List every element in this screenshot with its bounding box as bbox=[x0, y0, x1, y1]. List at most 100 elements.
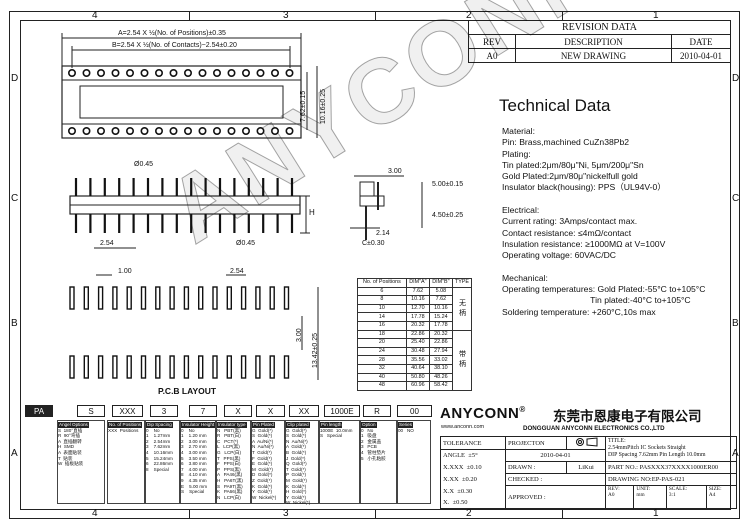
zone-bottom-4: 4 bbox=[92, 508, 98, 519]
spec-line: Contact resistance: ≤4mΩ/contact bbox=[502, 227, 632, 238]
spec-line: Tin plated:-40°C to+105°C bbox=[502, 295, 691, 306]
order-option: N Au/Ni(*) bbox=[286, 438, 308, 444]
spec-line: Soldering temperature: +260°C,10s max bbox=[502, 306, 656, 317]
positions-header: DIM"B" bbox=[428, 278, 453, 288]
zone-top-3: 3 bbox=[283, 10, 289, 21]
revision-cell: 2010-04-01 bbox=[671, 48, 731, 63]
order-option: H SMD bbox=[58, 444, 75, 450]
order-option: 2 金属盖 bbox=[361, 438, 382, 444]
spec-line: Insulator black(housing): PPS（UL94V-0） bbox=[502, 182, 666, 193]
dim-500-label: 5.00±0.15 bbox=[432, 181, 464, 188]
pin-hole-icon bbox=[155, 69, 164, 78]
spec-line: Plating: bbox=[502, 148, 531, 159]
order-option: S Gold(*) bbox=[252, 433, 273, 439]
order-option: T Gold(*) bbox=[286, 466, 306, 472]
order-option: 6 3.80 mm bbox=[181, 461, 207, 467]
angle-label: ANGLE bbox=[443, 452, 466, 460]
tol-value: ±0.50 bbox=[452, 498, 468, 506]
spec-line: Pin: Brass,machined CuZn38Pb2 bbox=[502, 137, 630, 148]
pcb-pad bbox=[83, 286, 90, 310]
order-option: Q Gold(*) bbox=[286, 461, 307, 467]
positions-cell: 48 bbox=[357, 381, 407, 391]
spec-line: Material: bbox=[502, 126, 535, 136]
spec-line: Insulation resistance: ≥1000MΩ at V=100V bbox=[502, 238, 666, 249]
pcb-pad bbox=[183, 286, 190, 310]
order-option: R 90°弯插 bbox=[58, 433, 81, 439]
order-option: T PPS(黑) bbox=[217, 455, 241, 461]
zone-top-1: 1 bbox=[653, 10, 659, 21]
order-option: R PBT(白) bbox=[217, 433, 241, 439]
pcb-pad bbox=[140, 286, 147, 310]
order-option: A PA46(黑) bbox=[217, 472, 243, 478]
drawing-no-label: DRAWING NO: bbox=[608, 476, 652, 483]
positions-cell: 25.40 bbox=[405, 338, 430, 348]
order-option: 0 No bbox=[146, 427, 160, 433]
pcb-pad bbox=[155, 355, 161, 379]
pcb-layout-label: P.C.B LAYOUT bbox=[158, 386, 217, 396]
pcb-pad bbox=[97, 355, 104, 379]
order-option: Z Gold(*) bbox=[252, 477, 272, 483]
spec-line: Tin plated:2μm/80μ"Ni, 5μm/200μ"Sn bbox=[502, 159, 644, 170]
dim-1342-label: 13.42±0.25 bbox=[312, 333, 319, 368]
order-option: 2 3.00 mm bbox=[181, 438, 207, 444]
pin-hole-icon bbox=[242, 69, 251, 78]
positions-cell: 14 bbox=[357, 312, 407, 322]
order-option: W 插板贴装 bbox=[58, 461, 84, 467]
part-no-value: PASXXX37XXXX1000ER00 bbox=[639, 464, 719, 471]
pin-hole-icon bbox=[140, 127, 149, 136]
dim-c-label: C±0.30 bbox=[362, 240, 385, 247]
pcb-pad bbox=[255, 286, 261, 310]
tol-value: ±0.30 bbox=[457, 487, 473, 495]
positions-cell: 27.94 bbox=[428, 346, 453, 357]
positions-cell: 15.24 bbox=[428, 312, 453, 322]
order-code: 3 bbox=[150, 405, 178, 417]
company-web: www.anconn.com bbox=[441, 424, 485, 430]
pin-hole-icon bbox=[97, 127, 106, 136]
pin-hole-icon bbox=[184, 127, 193, 136]
order-option: N Au/Ni(*) bbox=[252, 444, 274, 450]
tol-key: X.XX bbox=[443, 476, 459, 483]
pin-hole-icon bbox=[82, 69, 91, 78]
order-option: A Gold(*) bbox=[286, 444, 306, 450]
brand-reg: ® bbox=[519, 405, 526, 414]
drawing-inner-frame bbox=[20, 20, 731, 510]
pin-hole-icon bbox=[256, 127, 265, 136]
zone-bottom-3: 3 bbox=[283, 508, 289, 519]
pcb-pad bbox=[126, 355, 132, 379]
order-option: H PA6T(黑) bbox=[217, 477, 243, 483]
pcb-pad bbox=[69, 286, 75, 310]
pcb-pad bbox=[83, 355, 90, 379]
pcb-pad bbox=[140, 355, 147, 379]
positions-cell: 50.80 bbox=[405, 372, 430, 383]
order-column-frame bbox=[285, 420, 319, 504]
order-option: B Gold(*) bbox=[286, 449, 307, 455]
zone-right-d: D bbox=[732, 73, 740, 84]
positions-cell: 40 bbox=[357, 372, 407, 383]
order-code: 7 bbox=[189, 405, 217, 417]
pin-hole-icon bbox=[126, 69, 135, 78]
company-brand: ANYCONN® bbox=[440, 405, 526, 422]
spec-line: Mechanical: bbox=[502, 272, 548, 283]
order-option: C PCT(*) bbox=[217, 438, 239, 444]
zone-left-b: B bbox=[11, 318, 18, 329]
positions-cell: 38.10 bbox=[428, 363, 453, 374]
checked-label: CHECKED : bbox=[505, 473, 606, 486]
order-option: T 贴装 bbox=[58, 455, 73, 461]
positions-header: TYPE bbox=[451, 278, 473, 288]
positions-cell: 16 bbox=[357, 320, 407, 331]
order-column-title: Pin Plated bbox=[252, 422, 275, 428]
pin-hole-icon bbox=[242, 127, 251, 136]
pin-hole-icon bbox=[213, 69, 222, 78]
revision-table: REVISION DATA REV DESCRIPTION DATE A0 NE… bbox=[468, 20, 731, 63]
zone-top-2: 2 bbox=[466, 10, 472, 21]
order-option: 00 NO bbox=[398, 427, 414, 433]
pin-hole-icon bbox=[227, 69, 236, 78]
order-option: S Gold(*) bbox=[286, 433, 307, 439]
pin-hole-icon bbox=[111, 127, 120, 136]
pin-hole-icon bbox=[68, 127, 77, 136]
order-column-title: Dip Spacing bbox=[146, 422, 173, 428]
